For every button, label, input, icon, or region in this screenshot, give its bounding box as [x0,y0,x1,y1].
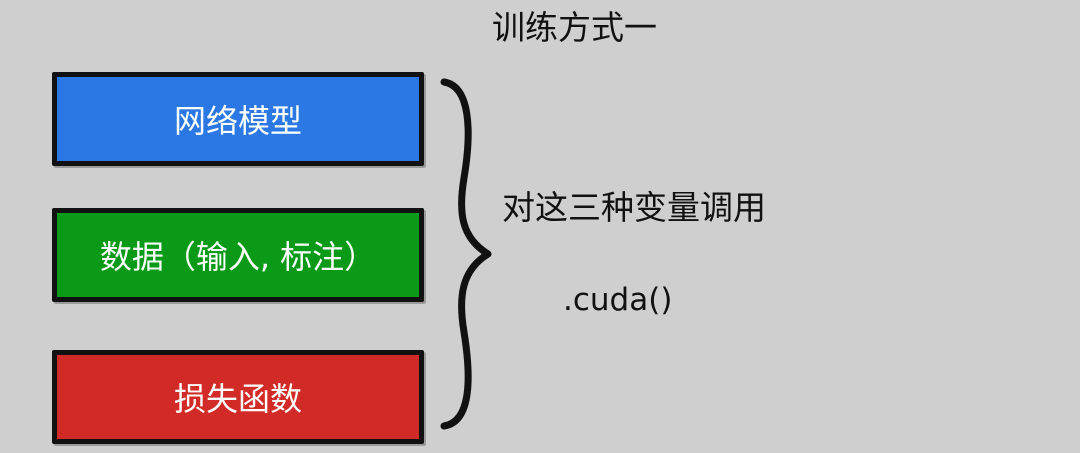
data-box: 数据（输入, 标注） [52,208,424,302]
data-label: 数据（输入, 标注） [99,238,377,276]
loss-function-label: 损失函数 [173,380,302,418]
diagram-title: 训练方式一 [492,8,657,47]
network-model-box: 网络模型 [52,72,424,166]
network-model-label: 网络模型 [173,102,302,140]
loss-function-box: 损失函数 [52,350,424,444]
curly-brace [440,78,492,430]
call-description: 对这三种变量调用 [502,188,766,227]
cuda-method-label: .cuda() [563,282,673,318]
